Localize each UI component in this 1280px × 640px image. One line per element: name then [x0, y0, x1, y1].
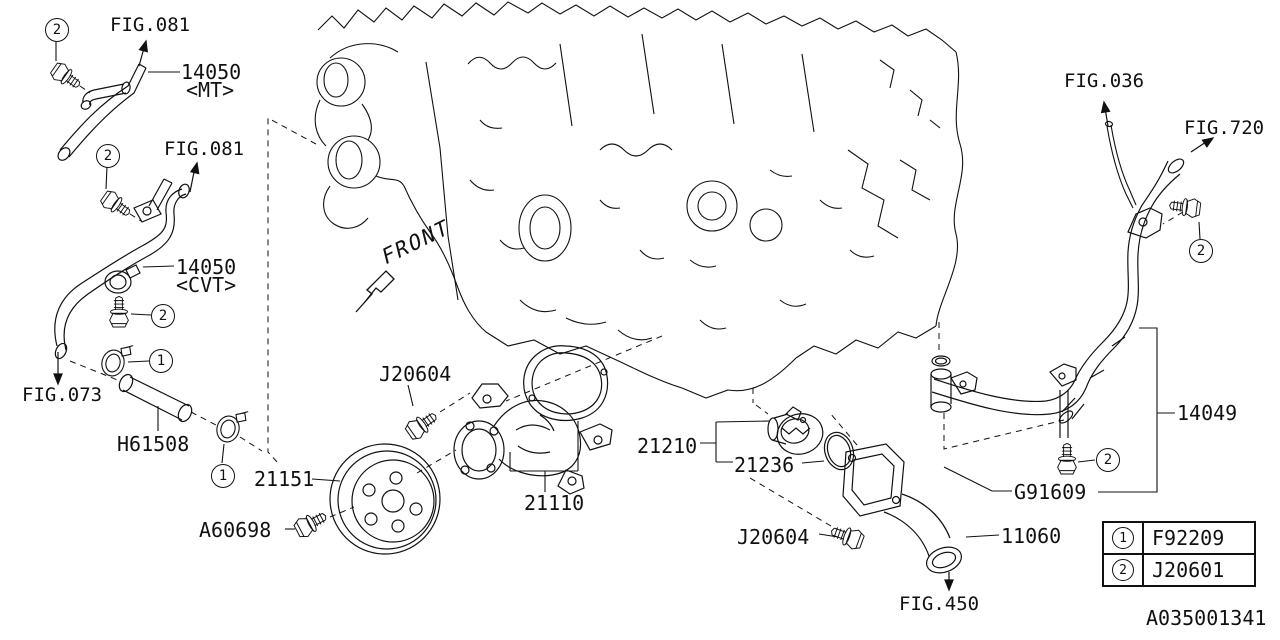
gasket-g91609	[931, 355, 951, 367]
label-14049: 14049	[1177, 401, 1238, 425]
callout-2-fig720: 2	[1189, 239, 1213, 263]
callout-2-14049: 2	[1096, 448, 1120, 472]
bolt-14050-mt	[48, 59, 85, 94]
label-14050-cvt: 14050	[176, 255, 237, 279]
label-g91609: G91609	[1014, 480, 1087, 504]
callout-2-mt: 2	[45, 18, 69, 42]
water-inlet-11060	[842, 443, 963, 574]
clamp-1-left	[98, 338, 134, 380]
callout-1-clamp-left: 1	[149, 349, 173, 373]
front-arrow	[355, 270, 395, 313]
bolt-j20604-upper	[402, 406, 442, 443]
pump-gasket	[523, 345, 609, 422]
label-fig720: FIG.720	[1184, 117, 1265, 139]
hose-14050-cvt	[54, 178, 190, 360]
tube-fig036	[1104, 120, 1137, 209]
label-a60698: A60698	[199, 518, 272, 542]
pipe-14049	[930, 158, 1185, 438]
label-14050-mt: 14050	[181, 60, 242, 84]
label-11060: 11060	[1001, 524, 1062, 548]
bolt-a60698	[291, 506, 331, 541]
bolt-14049	[1057, 442, 1077, 475]
callout-1-clamp-right: 1	[211, 464, 235, 488]
label-fig036: FIG.036	[1064, 70, 1145, 92]
drawing-number: A035001341	[1146, 606, 1267, 630]
label-fig073: FIG.073	[22, 384, 103, 406]
label-j20604-upper: J20604	[379, 362, 452, 386]
label-fig081-top: FIG.081	[110, 14, 191, 36]
bolt-14050-cvt-mid	[109, 295, 129, 328]
pulley-21151	[329, 443, 441, 555]
label-21236: 21236	[734, 453, 795, 477]
legend-row-1: 1 F92209	[1104, 523, 1254, 553]
thermostat-21210	[767, 406, 824, 455]
label-21151: 21151	[254, 467, 315, 491]
legend-row-2: 2 J20601	[1104, 553, 1254, 585]
callout-2-cvt-mid: 2	[151, 304, 175, 328]
legend-ref-cell-1: 1	[1104, 523, 1144, 553]
engine-block-art	[314, 1, 964, 399]
reference-arrows	[53, 39, 1215, 592]
label-fig450: FIG.450	[899, 593, 980, 615]
label-fig081-mid: FIG.081	[164, 138, 245, 160]
label-21210: 21210	[637, 434, 698, 458]
legend-ref-cell-2: 2	[1104, 555, 1144, 585]
label-variant-cvt: <CVT>	[176, 273, 237, 297]
legend-part-j20601: J20601	[1152, 558, 1225, 582]
leader-lines	[55, 40, 1201, 538]
label-21110: 21110	[524, 491, 585, 515]
bolt-14050-cvt-upper	[98, 187, 135, 222]
legend-callout-2: 2	[1112, 559, 1134, 581]
callout-2-cvt-upper: 2	[96, 144, 120, 168]
hose-14050-mt	[57, 63, 147, 161]
bolt-fig720	[1168, 195, 1202, 219]
legend-table: 1 F92209 2 J20601	[1102, 521, 1256, 587]
dashed-alignment-lines	[69, 85, 1184, 527]
legend-part-f92209: F92209	[1152, 526, 1225, 550]
label-h61508: H61508	[117, 432, 190, 456]
water-pump-21110	[453, 383, 613, 495]
label-variant-mt: <MT>	[186, 78, 235, 102]
label-j20604-lower: J20604	[737, 525, 810, 549]
pipe-h61508	[118, 373, 193, 423]
legend-callout-1: 1	[1112, 527, 1134, 549]
